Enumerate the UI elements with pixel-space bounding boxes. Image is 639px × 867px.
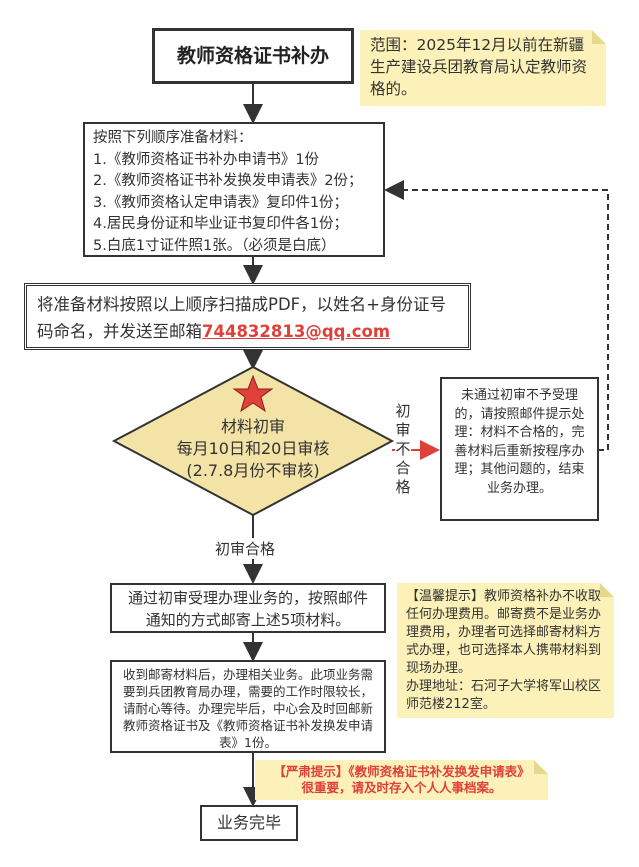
fail-box: 未通过初审不予受理的，请按照邮件提示处理：材料不合格的，完善材料后重新按程序办理… (440, 377, 599, 521)
end-box: 业务完毕 (200, 805, 298, 841)
material-item: 1.《教师资格证书补办申请书》1份 (93, 151, 320, 168)
material-item: 3.《教师资格认定申请表》复印件1份； (93, 194, 349, 211)
scan-step-box: 将准备材料按照以上顺序扫描成PDF，以姓名+身份证号码命名，并发送至邮箱7448… (24, 283, 471, 350)
scope-note: 范围：2025年12月以前在新疆生产建设兵团教育局认定教师资格的。 (360, 30, 606, 106)
material-item: 5.白底1寸证件照1张。（必须是白底） (93, 237, 336, 254)
material-item: 2.《教师资格证书补发换发申请表》2份； (93, 173, 363, 189)
material-item: 4.居民身份证和毕业证书复印件各1份； (93, 216, 349, 232)
tip-text: 【温馨提示】教师资格补办不收取任何办理费用。邮寄费不是业务办理费用，办理者可选择… (406, 589, 602, 676)
warning-line: 【严肃提示】《教师资格证书补发换发申请表》 (273, 764, 530, 779)
warning-note: 【严肃提示】《教师资格证书补发换发申请表》 很重要，请及时存入个人人事档案。 (255, 760, 548, 800)
review-title: 材料初审 (220, 417, 285, 436)
materials-heading: 按照下列顺序准备材料： (93, 130, 253, 146)
star-icon (232, 374, 274, 413)
warning-line: 很重要，请及时存入个人人事档案。 (301, 780, 502, 795)
title-box: 教师资格证书补办 (152, 28, 354, 84)
mail-step-box: 通过初审受理办理业务的，按照邮件通知的方式邮寄上述5项材料。 (110, 583, 386, 633)
process-step-box: 收到邮寄材料后，办理相关业务。此项业务需要到兵团教育局办理，需要的工作时限较长，… (110, 660, 386, 753)
materials-box: 按照下列顺序准备材料： 1.《教师资格证书补办申请书》1份 2.《教师资格证书补… (83, 122, 385, 257)
scan-step-text: 将准备材料按照以上顺序扫描成PDF，以姓名+身份证号码命名，并发送至邮箱 (37, 295, 446, 341)
pass-label: 初审合格 (213, 538, 278, 559)
fail-label: 初审不合格 (395, 402, 411, 497)
dashed-return-arrow (384, 180, 609, 451)
tip-note: 【温馨提示】教师资格补办不收取任何办理费用。邮寄费不是业务办理费用，办理者可选择… (397, 583, 614, 718)
email-link[interactable]: 744832813@qq.com (202, 322, 391, 341)
review-diamond (111, 365, 395, 517)
review-exception: (2.7.8月份不审核) (186, 461, 320, 480)
review-text: 材料初审 每月10日和20日审核 (2.7.8月份不审核) (150, 416, 356, 482)
address-text: 办理地址：石河子大学将军山校区师范楼212室。 (406, 679, 602, 712)
review-schedule: 每月10日和20日审核 (176, 439, 330, 458)
